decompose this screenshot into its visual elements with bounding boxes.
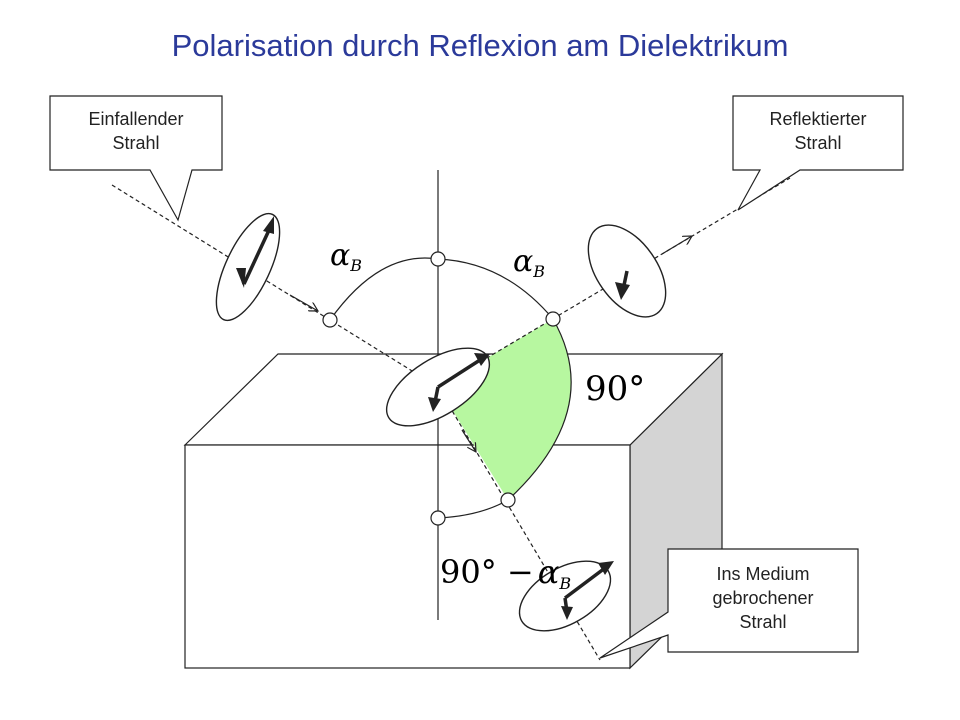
callout-refracted-shape [599, 548, 859, 659]
polarization-ellipse-interface [385, 347, 491, 427]
callout-incident-line-2: Strahl [112, 133, 160, 153]
block-front-face [184, 444, 631, 669]
reflected-ray-arrow [661, 236, 692, 255]
right-angle-label: 90° [585, 369, 645, 409]
incident-ray [111, 184, 439, 388]
refracted-ray-arrow [461, 429, 476, 452]
alpha-b-label-right: αB [513, 244, 545, 281]
alpha-b-label-left: αB [330, 238, 362, 275]
page-title: Polarisation durch Reflexion am Dielektr… [171, 28, 789, 63]
polarization-ellipse-refracted [518, 560, 614, 632]
callout-refracted-line-1: Ins Medium [716, 564, 810, 584]
right-angle-wedge [438, 319, 572, 500]
angle-arc-right [507, 318, 572, 501]
callout-reflected-shape [732, 95, 904, 211]
angle-marker [545, 311, 561, 327]
callout-refracted: Ins Medium gebrochener Strahl [668, 562, 858, 634]
callout-reflected-line-1: Reflektierter [769, 109, 867, 129]
complement-angle-label: 90° −αB [440, 553, 571, 593]
refracted-ray [437, 386, 601, 661]
polarization-ellipse-reflected [587, 224, 667, 318]
callout-incident-line-1: Einfallender [88, 109, 184, 129]
incident-ray-arrow [289, 294, 318, 311]
angle-marker [430, 251, 446, 267]
callout-reflected-line-2: Strahl [794, 133, 842, 153]
angle-marker [322, 312, 338, 328]
callout-refracted-line-3: Strahl [739, 612, 787, 632]
callout-incident-shape [49, 95, 223, 222]
callout-incident: Einfallender Strahl [50, 107, 222, 155]
callout-refracted-line-2: gebrochener [712, 588, 814, 608]
angle-marker [430, 510, 446, 526]
angle-marker [500, 492, 516, 508]
callout-reflected: Reflektierter Strahl [733, 107, 903, 155]
polarization-ellipse-incident [215, 212, 281, 322]
